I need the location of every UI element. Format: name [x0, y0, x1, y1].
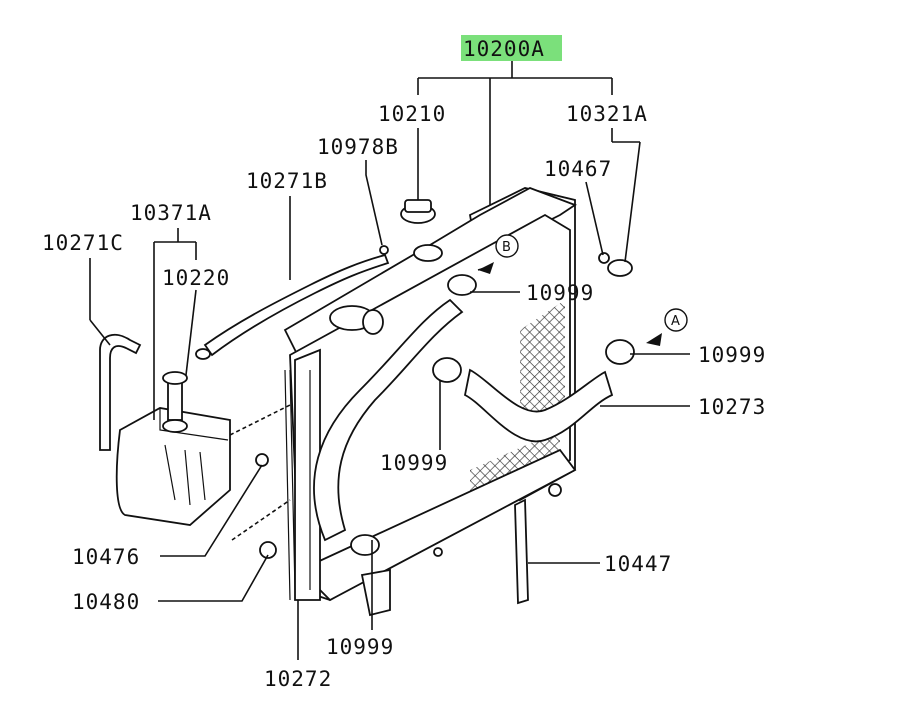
- label-clip: 10978B: [317, 135, 399, 159]
- highlight-box: [461, 35, 562, 61]
- label-clamp-b: 10999: [526, 281, 594, 305]
- label-bracket-10272: 10272: [264, 667, 332, 691]
- ref-mark-a: A: [646, 308, 688, 346]
- label-reserve-tank: 10371A: [130, 201, 212, 225]
- label-clamp-bottom: 10999: [326, 635, 394, 659]
- ref-mark-b: B: [477, 234, 519, 274]
- label-radiator-cap: 10210: [378, 102, 446, 126]
- label-bolt-10476: 10476: [72, 545, 140, 569]
- tank-hose: [99, 333, 142, 451]
- overflow-hose: [203, 253, 390, 357]
- reserve-tank: [115, 371, 231, 526]
- label-drain-cock: 10321A: [566, 102, 648, 126]
- svg-text:B: B: [502, 240, 511, 255]
- lower-hose: [463, 368, 614, 443]
- label-clamp-a: 10999: [698, 343, 766, 367]
- label-hose-10447: 10447: [604, 552, 672, 576]
- bracket-10272: [284, 369, 296, 601]
- fittings: [255, 199, 635, 617]
- svg-text:A: A: [671, 314, 680, 329]
- label-clamp-mid: 10999: [380, 451, 448, 475]
- label-lower-hose: 10273: [698, 395, 766, 419]
- part-labels: 10200A 10210 10321A 10978B 10467 10271B …: [42, 35, 766, 691]
- leader-lines: [89, 60, 690, 660]
- upper-hose: [313, 298, 464, 542]
- label-tank-hose: 10271C: [42, 231, 124, 255]
- label-bolt-10480: 10480: [72, 590, 140, 614]
- label-tank-cap: 10220: [162, 266, 230, 290]
- hose-10447: [514, 498, 529, 605]
- label-overflow-hose: 10271B: [246, 169, 328, 193]
- label-plug: 10467: [544, 157, 612, 181]
- label-assembly: 10200A: [463, 37, 545, 61]
